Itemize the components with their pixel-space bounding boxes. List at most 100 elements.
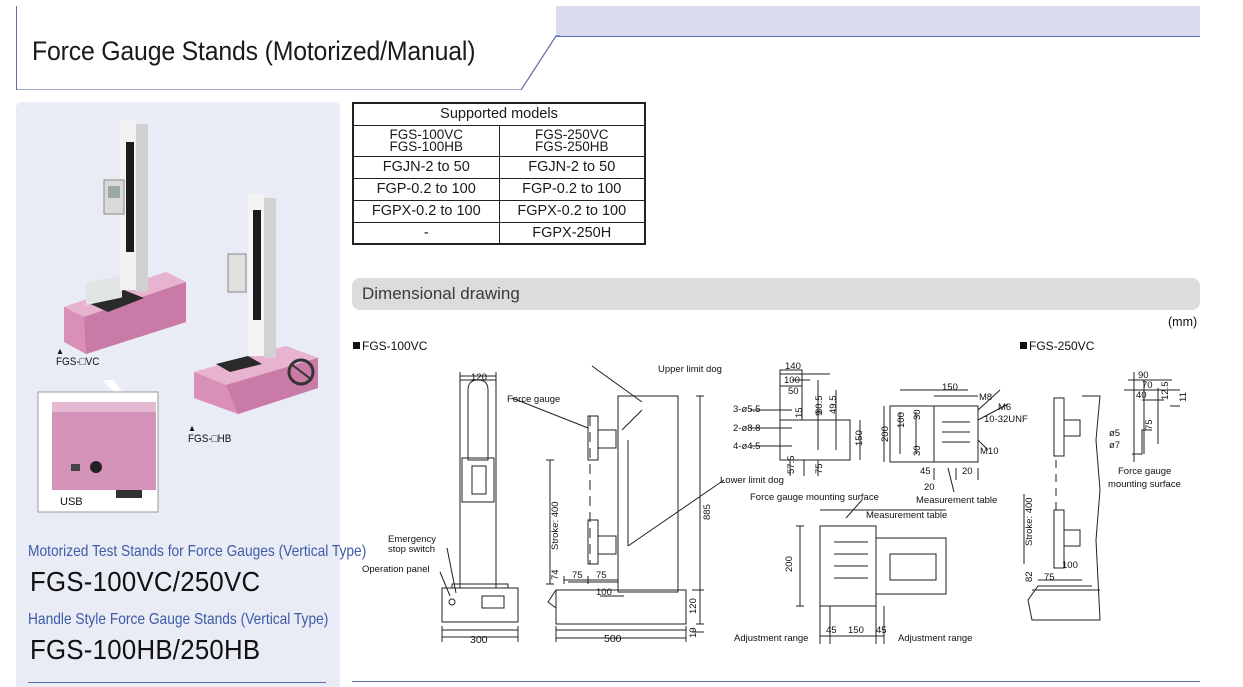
table-cell: FGP-0.2 to 100 — [352, 177, 500, 201]
header-rule — [520, 36, 1200, 37]
front-view — [439, 372, 519, 642]
dim-11: 11 — [1178, 392, 1189, 402]
dim-74: 74 — [550, 569, 561, 580]
table-cell: FGP-0.2 to 100 — [498, 177, 646, 201]
dim-70: 70 — [1142, 380, 1153, 391]
stroke-label-250: Stroke: 400 — [1024, 497, 1035, 546]
dim-120-side: 120 — [688, 598, 699, 614]
table-caption: Supported models — [352, 102, 646, 126]
drawing-label-100vc: FGS-100VC — [353, 339, 427, 353]
dim-57-5: 57.5 — [786, 456, 797, 475]
dim-140: 140 — [785, 361, 801, 372]
hole-label-3: 4-ø4.5 — [733, 441, 760, 452]
table-row: FGJN-2 to 50 FGJN-2 to 50 — [352, 155, 646, 179]
dim-200-a: 200 — [880, 426, 891, 442]
adjustment-range-1: Adjustment range — [734, 633, 808, 644]
dim-150-b: 150 — [942, 382, 958, 393]
drawing-text: 120 300 Emergency stop switch Operation … — [362, 361, 1189, 646]
measurement-table-top — [796, 499, 947, 644]
dim-40: 40 — [1136, 390, 1147, 401]
dim-50: 50 — [788, 386, 799, 397]
dim-150-a: 150 — [854, 430, 865, 446]
dimensional-title: Dimensional drawing — [362, 284, 520, 303]
usb-label: USB — [60, 496, 83, 508]
hole-label-1: 3-ø5.5 — [733, 404, 760, 415]
dim-100-b: 100 — [784, 375, 800, 386]
fg-mount-label-1: Force gauge — [1118, 466, 1171, 477]
dim-75-d: 75 — [1144, 419, 1155, 430]
m10-label: M10 — [980, 446, 998, 457]
dim-20-a: 20 — [924, 482, 935, 493]
table-row: FGP-0.2 to 100 FGP-0.2 to 100 — [352, 177, 646, 201]
dim-45-a: 45 — [920, 466, 931, 477]
upper-limit-label: Upper limit dog — [658, 364, 722, 375]
emergency-label-2: stop switch — [388, 544, 435, 555]
phi7-label: ø7 — [1109, 440, 1120, 451]
table-cell: FGPX-0.2 to 100 — [498, 199, 646, 223]
table-cell: FGPX-250H — [498, 221, 646, 245]
motorized-type: Motorized Test Stands for Force Gauges (… — [28, 543, 367, 560]
dim-82: 82 — [1024, 571, 1035, 582]
table-cell: - — [352, 221, 500, 245]
measurement-table-label-2: Measurement table — [866, 510, 947, 521]
dim-885: 885 — [702, 504, 713, 520]
dimensional-bar — [352, 278, 1200, 310]
dim-15: 15 — [794, 407, 805, 418]
dim-100-a: 100 — [596, 587, 612, 598]
left-bottom-rule — [28, 682, 326, 683]
force-gauge-label: Force gauge — [507, 394, 560, 405]
operation-panel-label: Operation panel — [362, 564, 430, 575]
dim-30-5: 30.5 — [814, 396, 825, 415]
lower-limit-label: Lower limit dog — [720, 475, 784, 486]
table-row: - FGPX-250H — [352, 221, 646, 245]
hb-model-label: ▲FGS-□HB — [188, 423, 232, 446]
fg-mount-label-2: mounting surface — [1108, 479, 1181, 490]
side-view — [511, 365, 725, 642]
unf-label: 10-32UNF — [984, 414, 1028, 425]
handle-type: Handle Style Force Gauge Stands (Vertica… — [28, 611, 329, 628]
hole-label-2: 2-ø8.8 — [733, 423, 760, 434]
dim-49-5: 49.5 — [828, 396, 839, 415]
table-cell: FGJN-2 to 50 — [498, 155, 646, 179]
hb-stand-image — [194, 194, 318, 414]
stroke-label-100: Stroke: 400 — [550, 501, 561, 550]
table-cell: FGPX-0.2 to 100 — [352, 199, 500, 223]
mount-surface-label: Force gauge mounting surface — [750, 492, 879, 503]
dim-19: 19 — [688, 627, 699, 638]
m6-label: M6 — [998, 402, 1011, 413]
adjustment-range-2: Adjustment range — [898, 633, 972, 644]
unit-note: (mm) — [1168, 315, 1198, 329]
dim-9: 9 — [814, 411, 825, 416]
dim-75-a: 75 — [572, 570, 583, 581]
dim-75-e: 75 — [1044, 572, 1055, 583]
dimensional-drawing: 120 300 Emergency stop switch Operation … — [362, 361, 1189, 646]
vc-stand-image — [64, 120, 186, 354]
drawing-label-250vc: FGS-250VC — [1020, 339, 1094, 353]
table-row: FGPX-0.2 to 100 FGPX-0.2 to 100 — [352, 199, 646, 223]
dim-90: 90 — [1138, 370, 1149, 381]
motorized-models: FGS-100VC/250VC — [30, 566, 261, 597]
dim-500: 500 — [604, 633, 622, 645]
dim-45-c: 45 — [876, 625, 887, 636]
dim-150-c: 150 — [848, 625, 864, 636]
measurement-table-label-1: Measurement table — [916, 495, 997, 506]
vc-model-label: ▲FGS-□VC — [56, 346, 100, 369]
dim-30-a: 30 — [912, 409, 923, 420]
phi5-label: ø5 — [1109, 428, 1120, 439]
title-tab — [16, 6, 560, 90]
dim-12-5: 12.5 — [1160, 382, 1171, 401]
page-title: Force Gauge Stands (Motorized/Manual) — [32, 36, 476, 66]
side-view-250 — [1023, 372, 1180, 621]
measurement-table-detail — [883, 389, 1009, 493]
dim-75-c: 75 — [814, 463, 825, 474]
bottom-rule — [352, 681, 1200, 682]
m8-label: M8 — [979, 392, 992, 403]
table-cell: FGJN-2 to 50 — [352, 155, 500, 179]
dim-45-b: 45 — [826, 625, 837, 636]
dim-100-c: 100 — [896, 412, 907, 428]
emergency-label-1: Emergency — [388, 534, 436, 545]
dim-300: 300 — [470, 634, 488, 646]
